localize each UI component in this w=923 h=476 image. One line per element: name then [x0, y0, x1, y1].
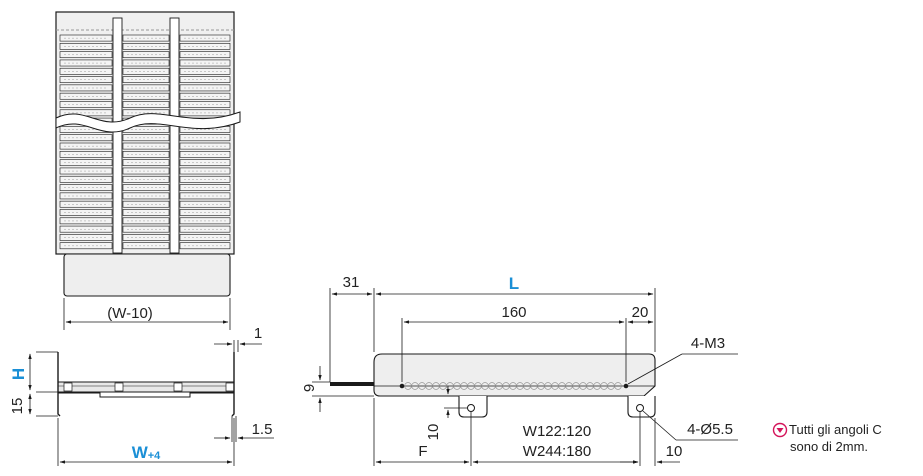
- chain-pattern: [404, 382, 622, 390]
- dim-10-horizontal-label: 10: [666, 443, 683, 460]
- slat: [122, 59, 170, 67]
- height-label: H: [9, 368, 28, 380]
- slat: [122, 67, 170, 75]
- slat: [122, 92, 170, 100]
- slat: [122, 184, 170, 191]
- slat: [122, 159, 170, 167]
- thread-hole-right: [623, 383, 629, 389]
- chain-link: [614, 382, 622, 390]
- foot-right: [627, 396, 656, 418]
- slat: [122, 84, 170, 92]
- slat: [122, 192, 170, 200]
- width-w-label: W+4: [132, 443, 161, 462]
- slat: [122, 225, 170, 233]
- length-l-label: L: [509, 274, 519, 293]
- side-view: H 15 1 1.5 W+4: [9, 325, 274, 466]
- slat: [122, 101, 170, 108]
- top-view: (W-10): [55, 11, 241, 330]
- slat: [122, 76, 170, 83]
- height-15-label: 15: [9, 398, 26, 415]
- dim-f-label: F: [418, 443, 427, 460]
- slat: [122, 134, 170, 142]
- side-rack-body: [57, 381, 235, 393]
- rail-left: [112, 17, 123, 254]
- break-line: [55, 111, 241, 133]
- dim-10-vertical-label: 10: [425, 424, 442, 441]
- note-line-1: Tutti gli angoli C: [789, 422, 882, 437]
- rail-right: [169, 17, 180, 254]
- base-plate: [63, 253, 231, 297]
- connector-bar: [330, 382, 374, 386]
- slat: [122, 209, 170, 216]
- front-rack-body: [373, 353, 656, 397]
- slat: [122, 234, 170, 241]
- width-dimension-label: (W-10): [107, 305, 153, 322]
- slat: [122, 200, 170, 208]
- side-wall-left: [57, 352, 61, 417]
- slat: [122, 151, 170, 158]
- foot-left: [458, 396, 488, 418]
- thickness-1-5-label: 1.5: [252, 421, 273, 438]
- note-line-2: sono di 2mm.: [790, 439, 868, 454]
- dim-160-label: 160: [501, 304, 526, 321]
- slat: [122, 242, 170, 250]
- w122-label: W122:120: [523, 423, 591, 440]
- dim-31-label: 31: [343, 274, 360, 291]
- slat: [122, 142, 170, 150]
- top-view-slats: [59, 34, 231, 250]
- thread-spec-label: 4-M3: [691, 335, 725, 352]
- side-wall-right: [231, 352, 235, 417]
- chamfer-note: Tutti gli angoli C sono di 2mm.: [772, 422, 882, 454]
- dim-9-label: 9: [301, 384, 318, 392]
- slat: [122, 167, 170, 175]
- front-view: L 31 160 20 4-M3 9 10 4-Ø5.5: [301, 274, 738, 466]
- slat: [122, 34, 170, 42]
- thickness-1-label: 1: [254, 325, 262, 342]
- slat: [122, 175, 170, 183]
- w244-label: W244:180: [523, 443, 591, 460]
- thread-hole-left: [399, 383, 405, 389]
- slat: [122, 43, 170, 50]
- hole-spec-label: 4-Ø5.5: [687, 421, 733, 438]
- slat: [122, 51, 170, 59]
- dim-20-label: 20: [632, 304, 649, 321]
- slat: [122, 217, 170, 225]
